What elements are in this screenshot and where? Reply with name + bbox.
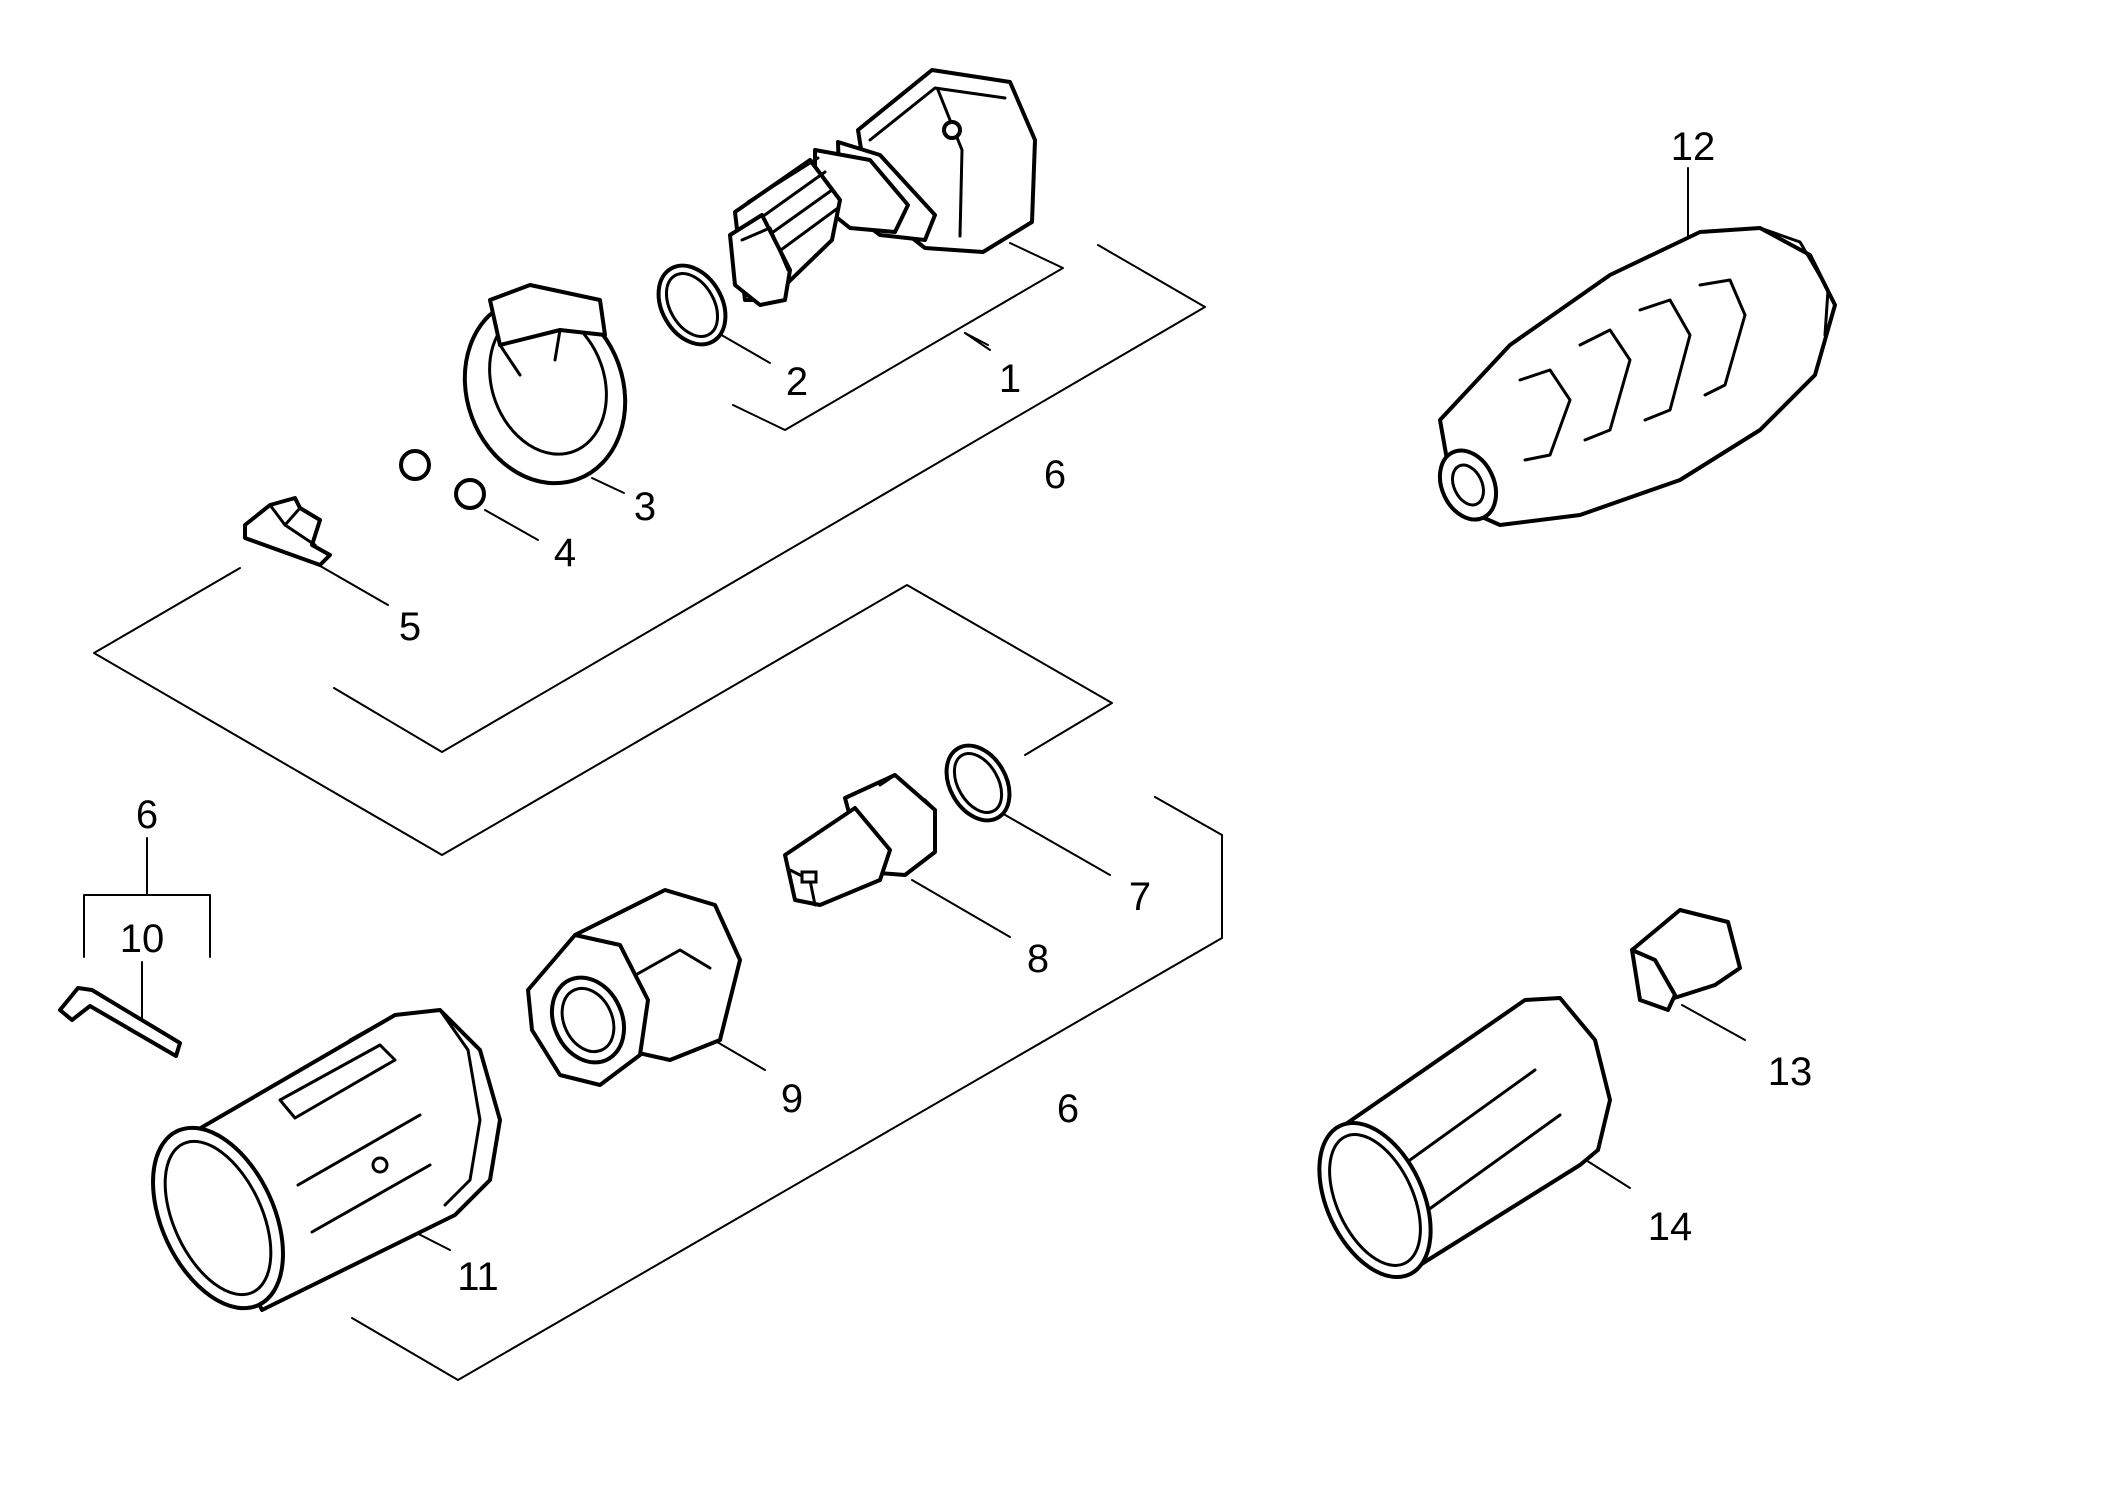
part-5-clip xyxy=(243,496,332,567)
label-part-6-left: 6 xyxy=(136,793,158,837)
part-9-hex-nut xyxy=(526,888,742,1087)
leader-lines xyxy=(141,167,1746,1251)
part-4-balls xyxy=(399,449,486,510)
part-10-hex-key xyxy=(58,986,182,1058)
part-13-small-sleeve xyxy=(1630,908,1742,1012)
part-labels: 1 2 3 4 5 6 6 6 7 8 9 10 11 12 13 14 xyxy=(120,125,1813,1299)
label-part-7: 7 xyxy=(1129,875,1151,919)
label-part-1: 1 xyxy=(999,357,1021,401)
label-part-6-top: 6 xyxy=(1044,453,1066,497)
label-part-10: 10 xyxy=(120,917,165,961)
label-part-3: 3 xyxy=(634,485,656,529)
label-part-11: 11 xyxy=(457,1255,499,1299)
label-part-8: 8 xyxy=(1027,937,1049,981)
label-part-5: 5 xyxy=(399,605,421,649)
part-8-valve-insert xyxy=(783,773,937,907)
part-2-o-ring xyxy=(656,263,728,347)
label-part-4: 4 xyxy=(554,531,576,575)
label-part-6-bottom: 6 xyxy=(1057,1087,1079,1131)
bracket-lines xyxy=(83,242,1223,1381)
label-part-13: 13 xyxy=(1768,1050,1813,1094)
label-part-9: 9 xyxy=(781,1077,803,1121)
part-7-o-ring xyxy=(944,743,1012,823)
label-part-2: 2 xyxy=(786,360,808,404)
part-12-rotary-nozzle xyxy=(1437,226,1837,527)
part-1-fitting xyxy=(728,68,1037,307)
label-part-14: 14 xyxy=(1648,1205,1693,1249)
part-14-cap xyxy=(1317,996,1612,1280)
label-part-12: 12 xyxy=(1671,125,1716,169)
part-11-grip-sleeve xyxy=(151,1008,502,1312)
part-3-clamp-ring xyxy=(462,283,628,486)
